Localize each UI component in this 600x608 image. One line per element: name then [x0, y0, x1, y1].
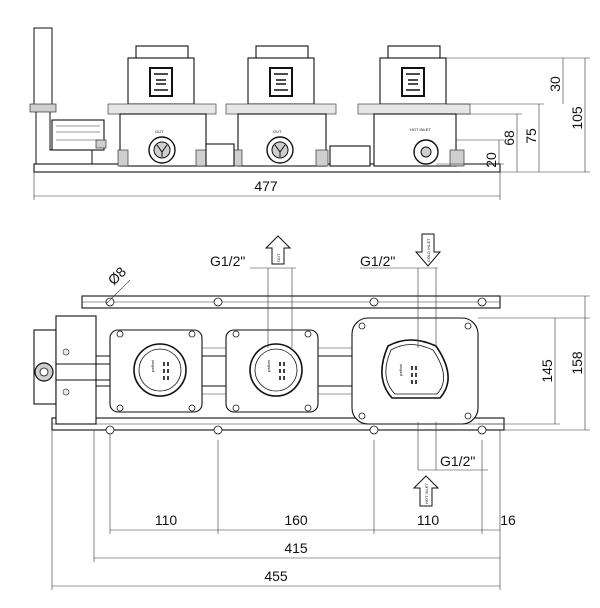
- valve-plate-1: paffoni: [109, 329, 203, 413]
- dim-145: 145: [539, 359, 555, 383]
- dim-30: 30: [547, 76, 563, 92]
- brand-1: paffoni: [150, 360, 155, 372]
- brand-2: paffoni: [266, 360, 271, 372]
- thread-hot-inlet: G1/2": [440, 453, 475, 469]
- thread-outlet: G1/2": [210, 253, 245, 269]
- dim-477: 477: [254, 178, 278, 194]
- dim-spacing-3: 110: [417, 512, 440, 528]
- arrow-up-icon: OUT: [264, 235, 292, 265]
- dim-415: 415: [284, 540, 308, 556]
- dim-spacing-1: 110: [155, 512, 178, 528]
- arrow-label-out: OUT: [276, 253, 281, 262]
- dim-spacing-2: 160: [284, 512, 308, 528]
- valve-body-1: OUT: [107, 45, 217, 167]
- arrow-label-cold: COLD INLET: [426, 238, 431, 262]
- dim-158: 158: [569, 351, 585, 375]
- dim-20: 20: [483, 152, 499, 168]
- valve-plate-3: paffoni: [351, 317, 479, 425]
- front-dimensions: 30 105 75 68 20 477: [33, 57, 590, 200]
- arrow-up-icon: HOT INLET: [412, 475, 440, 507]
- out-label-1: OUT: [155, 129, 164, 134]
- front-view: OUT OUT HOT IN: [29, 27, 590, 200]
- dim-105: 105: [569, 106, 585, 130]
- dim-75: 75: [523, 128, 539, 144]
- side-pipe-collar: [29, 103, 57, 113]
- dim-68: 68: [501, 130, 517, 146]
- arrow-label-hot: HOT INLET: [424, 483, 429, 504]
- out-label-2: OUT: [273, 129, 282, 134]
- dim-offset-16: 16: [500, 512, 516, 528]
- brand-3: paffoni: [398, 364, 403, 376]
- valve-body-3: HOT INLET: [329, 45, 471, 167]
- thread-cold-inlet: G1/2": [360, 253, 395, 269]
- plan-view: paffoni paffoni paffoni: [33, 233, 590, 590]
- arrow-down-icon: COLD INLET: [414, 233, 442, 267]
- side-pipe: [33, 27, 53, 111]
- valve-plate-2: paffoni: [225, 329, 319, 413]
- hot-inlet-label: HOT INLET: [410, 127, 431, 132]
- valve-body-2: OUT: [205, 45, 337, 167]
- dim-455: 455: [264, 568, 288, 584]
